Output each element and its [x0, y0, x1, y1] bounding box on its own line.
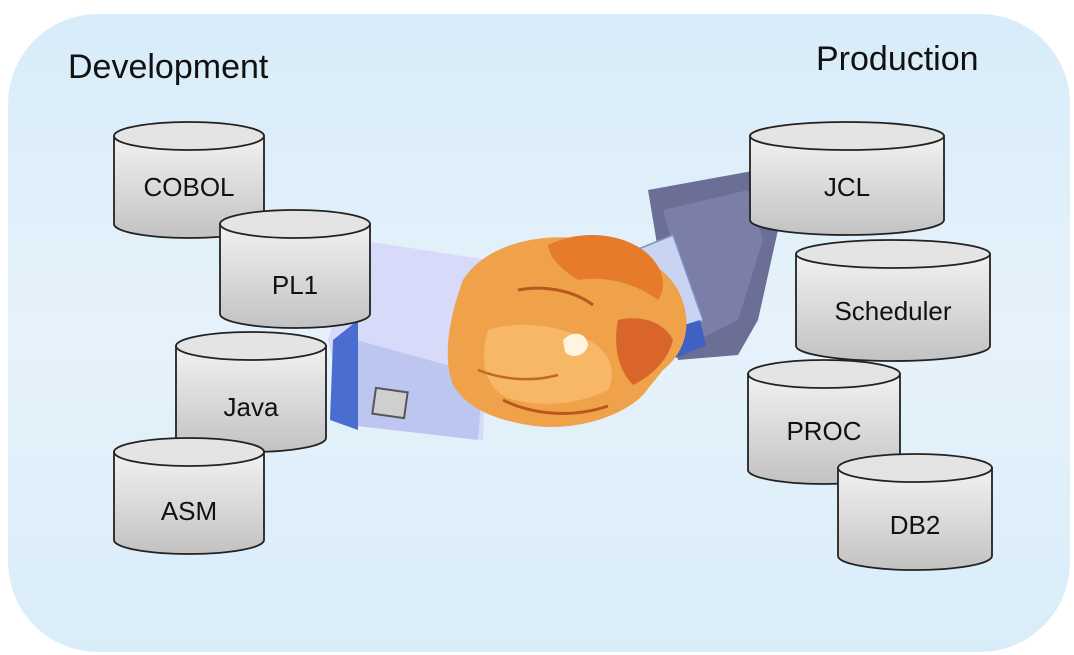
cylinder-label-jcl: JCL: [823, 172, 871, 202]
cylinder-label-scheduler: Scheduler: [834, 296, 952, 326]
handshake-icon: [328, 170, 778, 440]
cylinder-cobol: COBOL: [112, 120, 266, 242]
cylinder-label-pl1: PL1: [271, 270, 319, 300]
production-title: Production: [816, 40, 979, 78]
cylinder-asm: ASM: [112, 436, 266, 558]
cylinder-label-proc: PROC: [786, 416, 862, 446]
cylinder-pl1: PL1: [218, 208, 372, 332]
cylinder-label-cobol: COBOL: [143, 172, 235, 202]
cylinder-label-java: Java: [223, 392, 279, 422]
cylinder-scheduler: Scheduler: [794, 238, 992, 364]
cylinder-label-db2: DB2: [889, 510, 941, 540]
cylinder-jcl: JCL: [748, 120, 946, 238]
cylinder-label-asm: ASM: [160, 496, 218, 526]
cylinder-db2: DB2: [836, 452, 994, 574]
development-title: Development: [68, 48, 269, 86]
